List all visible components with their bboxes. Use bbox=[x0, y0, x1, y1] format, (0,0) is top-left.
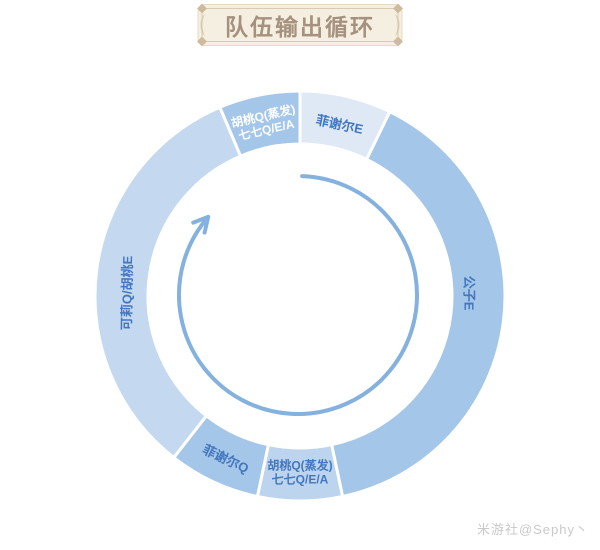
cycle-arrow-arc bbox=[177, 174, 419, 416]
segment-label-childe-e: 公子E bbox=[461, 276, 476, 311]
segment-hutao-qiqi-top bbox=[218, 89, 302, 158]
page-title: 队伍输出循环 bbox=[225, 15, 375, 40]
segment-klee-q-hutao-e bbox=[93, 105, 243, 460]
watermark: 米游社@Sephy丶 bbox=[476, 522, 589, 537]
segment-childe-e bbox=[330, 110, 507, 499]
segment-label-hutao-qiqi-bottom: 胡桃Q(蒸发)七七Q/E/A bbox=[267, 457, 332, 486]
cycle-arrow-head bbox=[191, 214, 211, 235]
segment-label-klee-q-hutao-e: 可莉Q/胡桃E bbox=[119, 255, 135, 330]
